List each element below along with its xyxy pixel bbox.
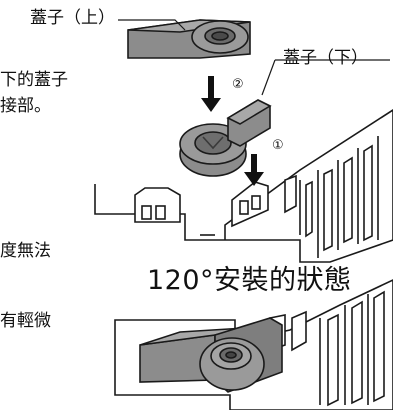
leader-line-lower bbox=[261, 59, 390, 96]
lid-installed-part bbox=[139, 317, 283, 393]
instruction-fragment-2: 接部。 bbox=[0, 96, 51, 116]
instruction-fragment-1: 下的蓋子 bbox=[0, 70, 68, 90]
step-2-marker: ② bbox=[232, 77, 244, 92]
installed-state-title: 120°安裝的狀態 bbox=[147, 265, 352, 296]
lid-upper-part bbox=[127, 19, 251, 59]
leader-line-upper bbox=[118, 19, 186, 31]
label-lid-upper: 蓋子（上） bbox=[30, 8, 115, 28]
step-1-marker: ① bbox=[272, 138, 284, 153]
arrow-down-icon bbox=[201, 76, 221, 112]
lid-lower-part bbox=[179, 99, 272, 177]
arrow-down-icon bbox=[244, 154, 264, 186]
label-lid-lower: 蓋子（下） bbox=[283, 48, 368, 68]
instruction-fragment-4: 有輕微 bbox=[0, 311, 51, 331]
fence-panel-upper bbox=[94, 109, 393, 263]
instruction-fragment-3: 度無法 bbox=[0, 241, 51, 261]
